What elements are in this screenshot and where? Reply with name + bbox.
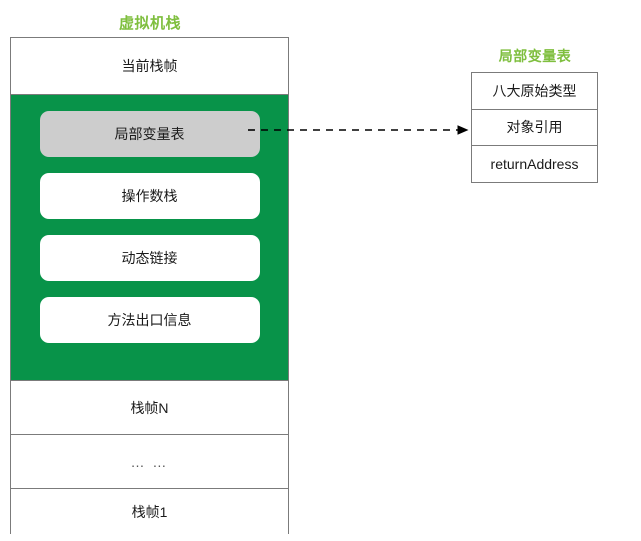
frame-item-label: 动态链接 — [121, 250, 178, 266]
frame-item-method-return-info[interactable]: 方法出口信息 — [39, 297, 260, 343]
stack-row-label: … … — [130, 453, 169, 470]
stack-title: 虚拟机栈 — [118, 15, 181, 32]
frame-item-local-variable-table[interactable]: 局部变量表 — [39, 111, 260, 157]
lvt-row-label: 对象引用 — [506, 119, 563, 136]
local-variable-table-box: 八大原始类型 对象引用 returnAddress — [471, 72, 598, 183]
frame-item-operand-stack[interactable]: 操作数栈 — [39, 173, 260, 219]
lvt-row-object-reference: 对象引用 — [472, 110, 597, 146]
stack-row-label: 栈帧N — [130, 399, 169, 416]
frame-item-label: 局部变量表 — [114, 126, 185, 142]
frame-item-label: 方法出口信息 — [107, 312, 192, 328]
stack-row-frame-n: 栈帧N — [11, 381, 288, 435]
lvt-row-primitive-types: 八大原始类型 — [472, 73, 597, 110]
stack-row-frame-1: 栈帧1 — [11, 489, 288, 534]
stack-row-label: 栈帧1 — [131, 503, 168, 520]
stack-row-label: 当前栈帧 — [121, 58, 178, 74]
lvt-row-label: returnAddress — [490, 156, 579, 172]
stack-row-ellipsis: … … — [11, 435, 288, 489]
lvt-row-label: 八大原始类型 — [492, 82, 577, 99]
lvt-row-return-address: returnAddress — [472, 146, 597, 182]
frame-item-dynamic-linking[interactable]: 动态链接 — [39, 235, 260, 281]
current-frame-detail-panel: 局部变量表 操作数栈 动态链接 方法出口信息 — [11, 95, 288, 381]
virtual-machine-stack-box: 当前栈帧 局部变量表 操作数栈 动态链接 方法出口信息 栈帧N … … 栈帧1 — [10, 37, 289, 534]
stack-row-current-frame: 当前栈帧 — [11, 38, 288, 95]
frame-item-label: 操作数栈 — [121, 188, 178, 204]
local-variable-table-title: 局部变量表 — [498, 48, 572, 64]
